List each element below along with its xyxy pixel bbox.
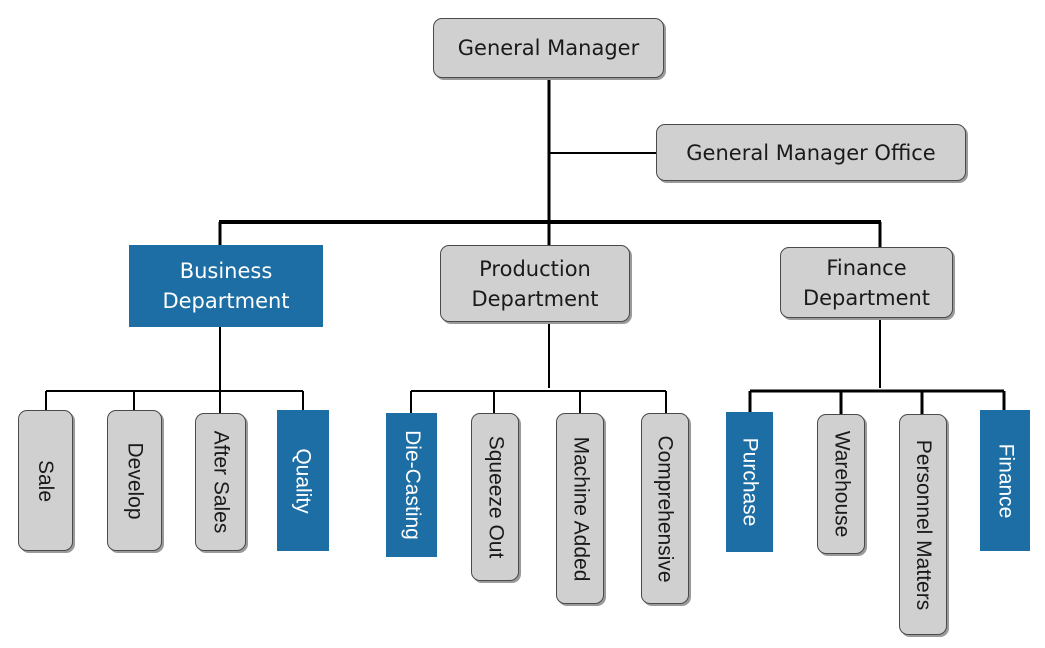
general-manager-label: General Manager bbox=[457, 36, 640, 60]
unit-personnel-matters: Personnel Matters bbox=[899, 414, 947, 635]
unit-finance: Finance bbox=[980, 410, 1030, 551]
unit-develop: Develop bbox=[107, 410, 162, 551]
unit-comprehensive: Comprehensive bbox=[641, 413, 689, 604]
unit-die-casting: Die-Casting bbox=[386, 413, 437, 557]
unit-warehouse: Warehouse bbox=[817, 414, 865, 554]
production-department-box: Production Department bbox=[440, 245, 630, 322]
unit-die-casting-label: Die-Casting bbox=[400, 430, 424, 540]
unit-after-sales-label: After Sales bbox=[209, 430, 233, 534]
unit-squeeze-out-label: Squeeze Out bbox=[484, 435, 507, 559]
unit-finance-label: Finance bbox=[994, 443, 1017, 518]
unit-comprehensive-label: Comprehensive bbox=[654, 434, 678, 583]
unit-warehouse-label: Warehouse bbox=[830, 430, 853, 538]
unit-purchase-label: Purchase bbox=[738, 437, 762, 527]
unit-machine-added-label: Machine Added bbox=[569, 436, 592, 581]
general-manager-box: General Manager bbox=[433, 18, 664, 78]
unit-sale-label: Sale bbox=[34, 459, 58, 502]
unit-quality-label: Quality bbox=[292, 447, 316, 514]
production-department-line1: Production bbox=[479, 256, 591, 281]
general-manager-office-box: General Manager Office bbox=[656, 124, 966, 181]
unit-machine-added: Machine Added bbox=[556, 413, 604, 604]
production-department-line2: Department bbox=[471, 286, 599, 311]
unit-after-sales: After Sales bbox=[195, 413, 246, 551]
finance-department-box: Finance Department bbox=[780, 247, 953, 318]
general-manager-office-label: General Manager Office bbox=[686, 140, 936, 165]
finance-department-line1: Finance bbox=[826, 255, 907, 280]
business-department-box: Business Department bbox=[129, 245, 323, 327]
finance-department-line2: Department bbox=[802, 285, 931, 310]
unit-sale: Sale bbox=[18, 410, 73, 551]
unit-develop-label: Develop bbox=[123, 441, 147, 520]
business-department-line2: Department bbox=[162, 289, 290, 313]
unit-personnel-matters-label: Personnel Matters bbox=[912, 439, 936, 610]
business-department-line1: Business bbox=[179, 259, 273, 283]
unit-purchase: Purchase bbox=[726, 412, 773, 552]
unit-squeeze-out: Squeeze Out bbox=[471, 413, 519, 581]
unit-quality: Quality bbox=[277, 410, 329, 551]
